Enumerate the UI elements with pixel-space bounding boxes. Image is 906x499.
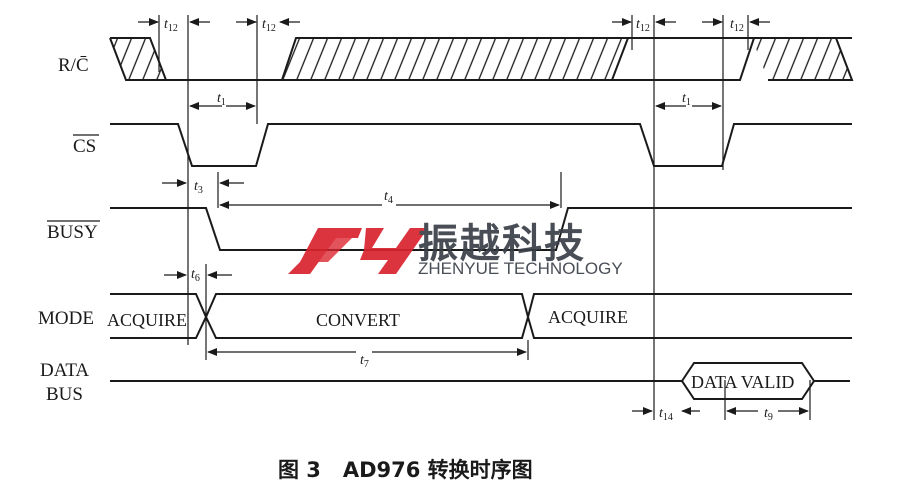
svg-text:t1: t1 bbox=[217, 91, 226, 108]
busy-signal-label-group: BUSY bbox=[47, 220, 100, 243]
busy-signal-label: BUSY bbox=[47, 222, 98, 243]
watermark-cn-text: 振越科技 bbox=[418, 221, 586, 267]
t3-annotation: t3 bbox=[162, 179, 244, 196]
mode-signal-label: MODE bbox=[38, 308, 94, 329]
watermark-en-text: ZHENYUE TECHNOLOGY bbox=[418, 259, 623, 278]
mode-state-convert: CONVERT bbox=[316, 310, 400, 330]
t14-annotation: t14 bbox=[632, 406, 700, 423]
mode-state-acquire-2: ACQUIRE bbox=[548, 307, 628, 327]
t12-annotation-2: t12 bbox=[236, 17, 300, 34]
zhenyue-watermark: 振越科技 ZHENYUE TECHNOLOGY bbox=[288, 221, 623, 278]
cs-signal-label-group: CS bbox=[73, 134, 99, 157]
t1-annotation-2: t1 bbox=[655, 91, 722, 110]
t12-annotation-3: t12 bbox=[612, 17, 676, 34]
svg-text:t12: t12 bbox=[636, 17, 650, 34]
rc-outline-a bbox=[109, 37, 630, 81]
t9-annotation: t9 bbox=[726, 406, 809, 423]
mode-waveform-bottom bbox=[110, 313, 852, 339]
rc-hatch-3 bbox=[752, 38, 852, 80]
rc-waveform bbox=[109, 37, 854, 81]
svg-text:t6: t6 bbox=[191, 267, 200, 284]
mode-waveform-top bbox=[110, 293, 852, 321]
cs-waveform bbox=[110, 123, 852, 167]
svg-text:t12: t12 bbox=[730, 17, 744, 34]
svg-text:t9: t9 bbox=[764, 406, 773, 423]
data-valid-label: DATA VALID bbox=[691, 372, 794, 392]
rc-hatch-2 bbox=[278, 38, 628, 80]
figure-caption: 图 3 AD976 转换时序图 bbox=[278, 458, 533, 482]
svg-text:t4: t4 bbox=[384, 189, 393, 206]
mode-state-acquire-1: ACQUIRE bbox=[107, 310, 187, 330]
cs-signal-label: CS bbox=[73, 136, 96, 157]
reference-lines bbox=[158, 15, 811, 420]
t12-annotation-1: t12 bbox=[138, 17, 210, 34]
t12-annotation-4: t12 bbox=[702, 17, 770, 34]
t1-annotation-1: t1 bbox=[189, 91, 256, 110]
data-bus-label-line2: BUS bbox=[46, 384, 83, 405]
zy-logo-icon bbox=[288, 228, 428, 274]
svg-text:t7: t7 bbox=[360, 353, 369, 370]
svg-text:t14: t14 bbox=[659, 406, 673, 423]
t6-annotation: t6 bbox=[164, 267, 232, 284]
t7-annotation: t7 bbox=[207, 348, 527, 370]
svg-text:t12: t12 bbox=[164, 17, 178, 34]
rc-hatch-1 bbox=[110, 38, 166, 80]
svg-text:t3: t3 bbox=[194, 179, 203, 196]
svg-text:t1: t1 bbox=[682, 91, 691, 108]
t4-annotation: t4 bbox=[219, 189, 560, 209]
data-bus-label-line1: DATA bbox=[40, 360, 89, 381]
rc-signal-label: R/C̄ bbox=[58, 55, 89, 76]
svg-text:t12: t12 bbox=[262, 17, 276, 34]
